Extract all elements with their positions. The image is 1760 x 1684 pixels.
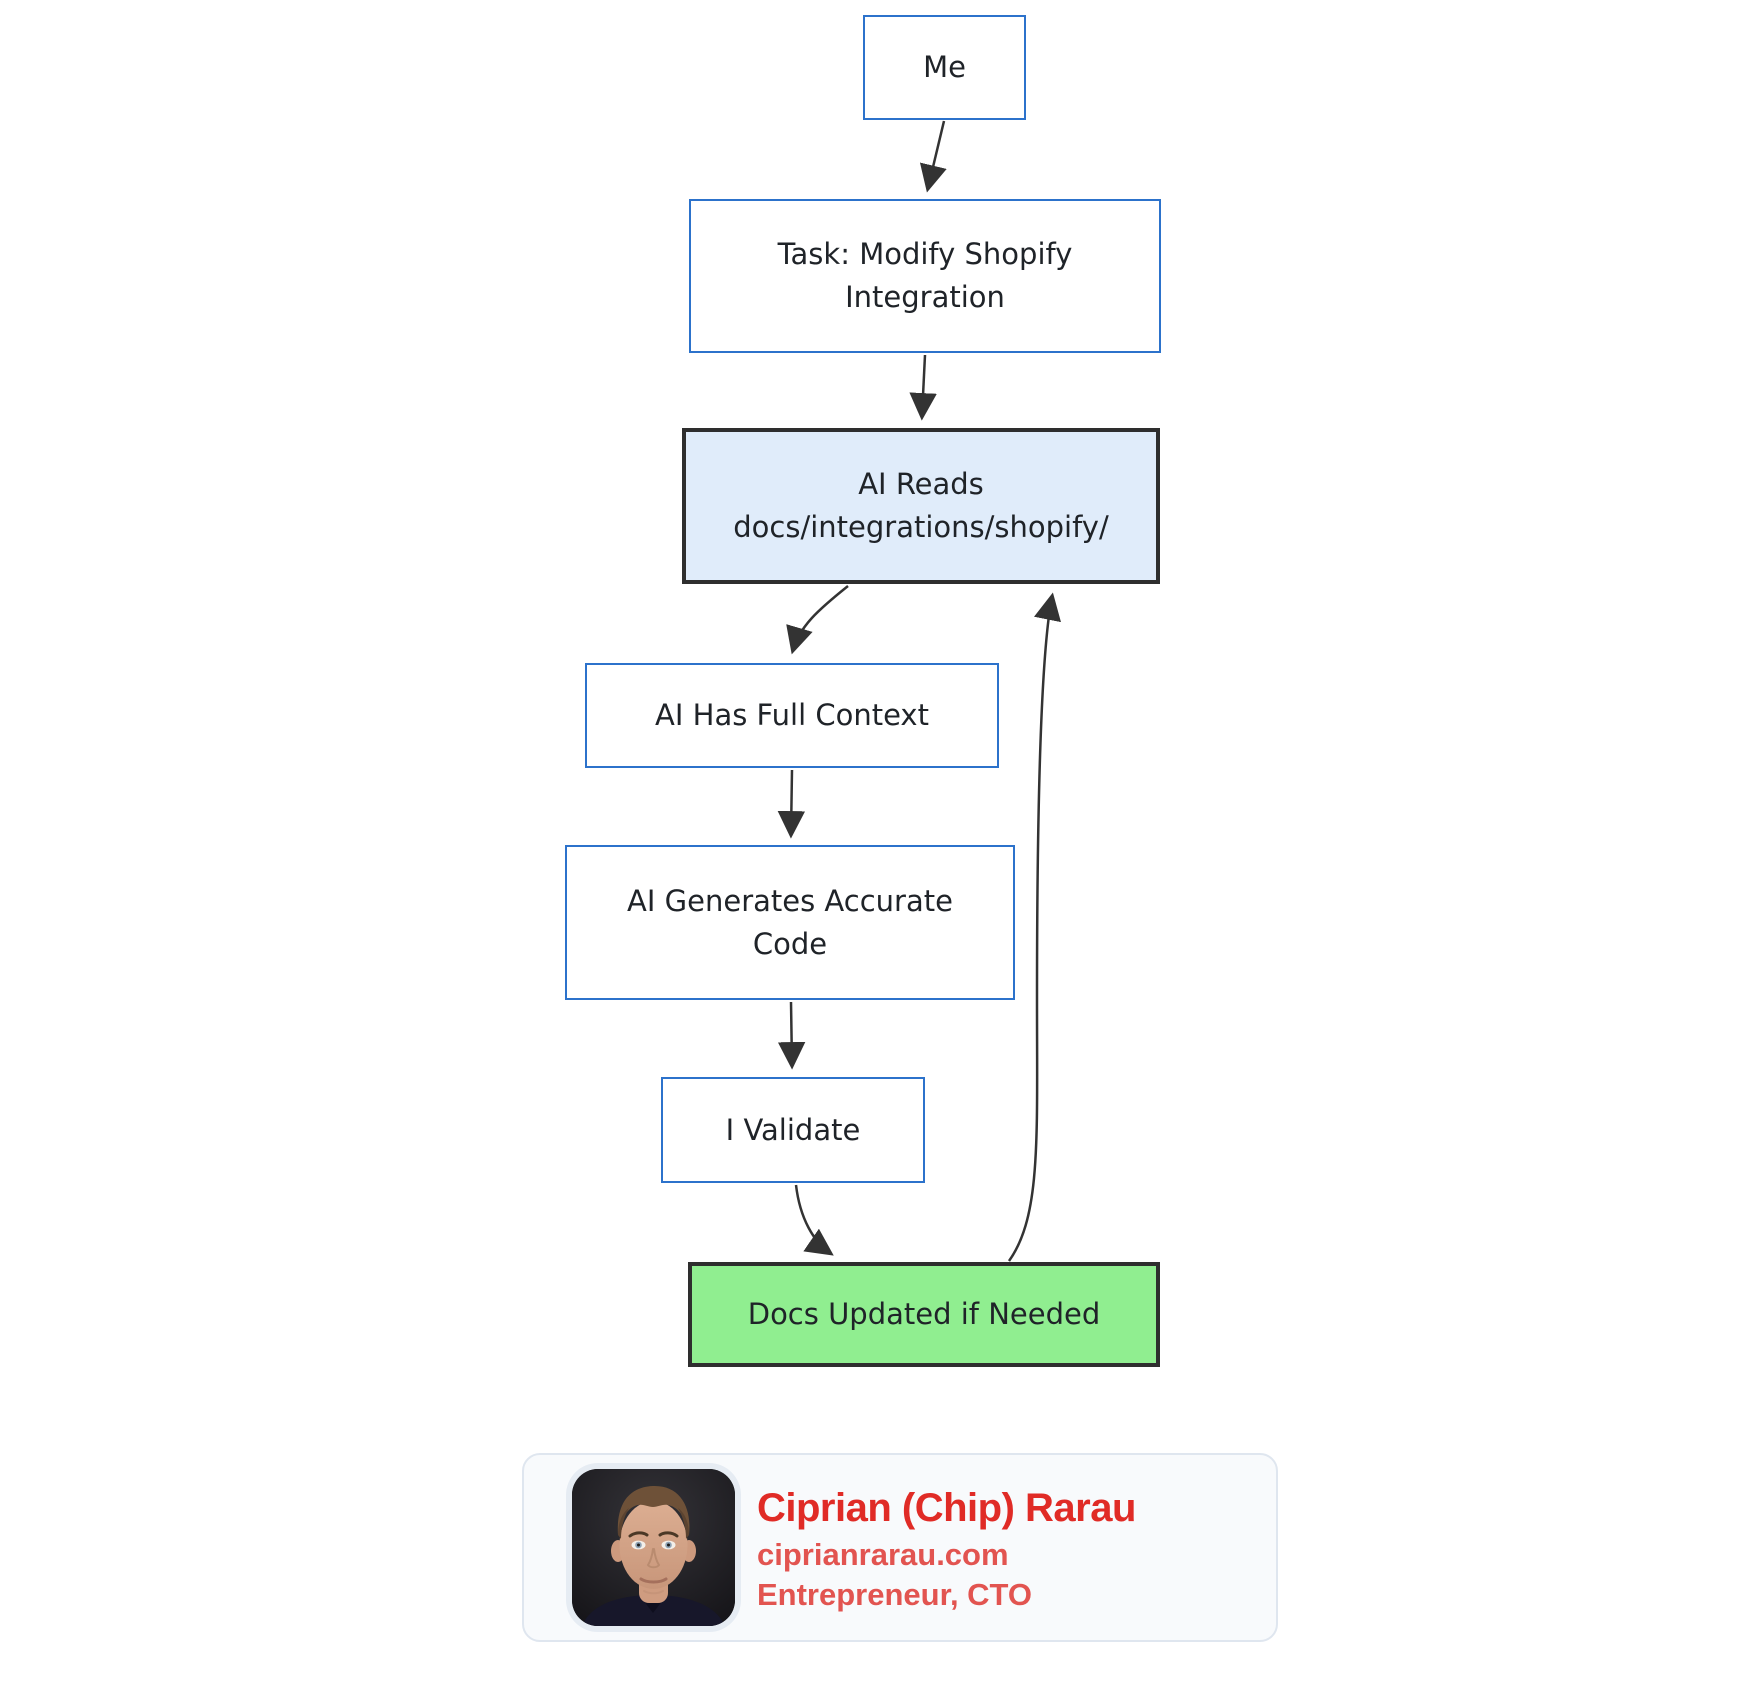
flow-node-label: Integration: [845, 280, 1005, 314]
flow-node-label: AI Generates Accurate: [627, 883, 953, 918]
edge-context-generate: [777, 769, 806, 839]
flow-node-ai-reads-docs: AI Reads docs/integrations/shopify/: [682, 428, 1160, 584]
flow-node-ai-has-full-context: AI Has Full Context: [585, 663, 999, 768]
flow-node-me: Me: [863, 15, 1026, 120]
flow-node-label: I Validate: [725, 1112, 861, 1147]
flow-node-label: Me: [923, 50, 966, 84]
edge-generate-validate: [777, 1001, 806, 1070]
edge-docs-reads-loop: [1007, 592, 1062, 1262]
flow-node-label: docs/integrations/shopify/: [733, 510, 1109, 544]
edge-me-task: [919, 120, 947, 193]
edge-validate-docs: [794, 1184, 834, 1256]
edge-reads-context: [786, 585, 849, 655]
flow-node-label: Task: Modify Shopify: [777, 237, 1073, 271]
profile-name: Ciprian (Chip) Rarau: [757, 1486, 1136, 1530]
profile-website-link[interactable]: ciprianrarau.com: [757, 1537, 1009, 1572]
headshot-photo: [572, 1469, 735, 1626]
flow-node-ai-generates-code: AI Generates Accurate Code: [565, 845, 1015, 1000]
edge-task-reads: [909, 354, 937, 421]
flow-node-label: AI Reads: [858, 467, 984, 501]
profile-role: Entrepreneur, CTO: [757, 1577, 1033, 1612]
flow-node-task: Task: Modify Shopify Integration: [689, 199, 1161, 353]
flow-node-label: AI Has Full Context: [655, 698, 929, 732]
flow-node-label: Code: [752, 926, 828, 961]
avatar: [572, 1469, 735, 1626]
profile-card: Ciprian (Chip) Rarau ciprianrarau.com En…: [522, 1453, 1278, 1642]
flow-node-docs-updated: Docs Updated if Needed: [688, 1262, 1160, 1367]
profile-text-block: Ciprian (Chip) Rarau ciprianrarau.com En…: [757, 1485, 1136, 1613]
flow-node-i-validate: I Validate: [661, 1077, 925, 1183]
flow-node-label: Docs Updated if Needed: [747, 1297, 1101, 1331]
